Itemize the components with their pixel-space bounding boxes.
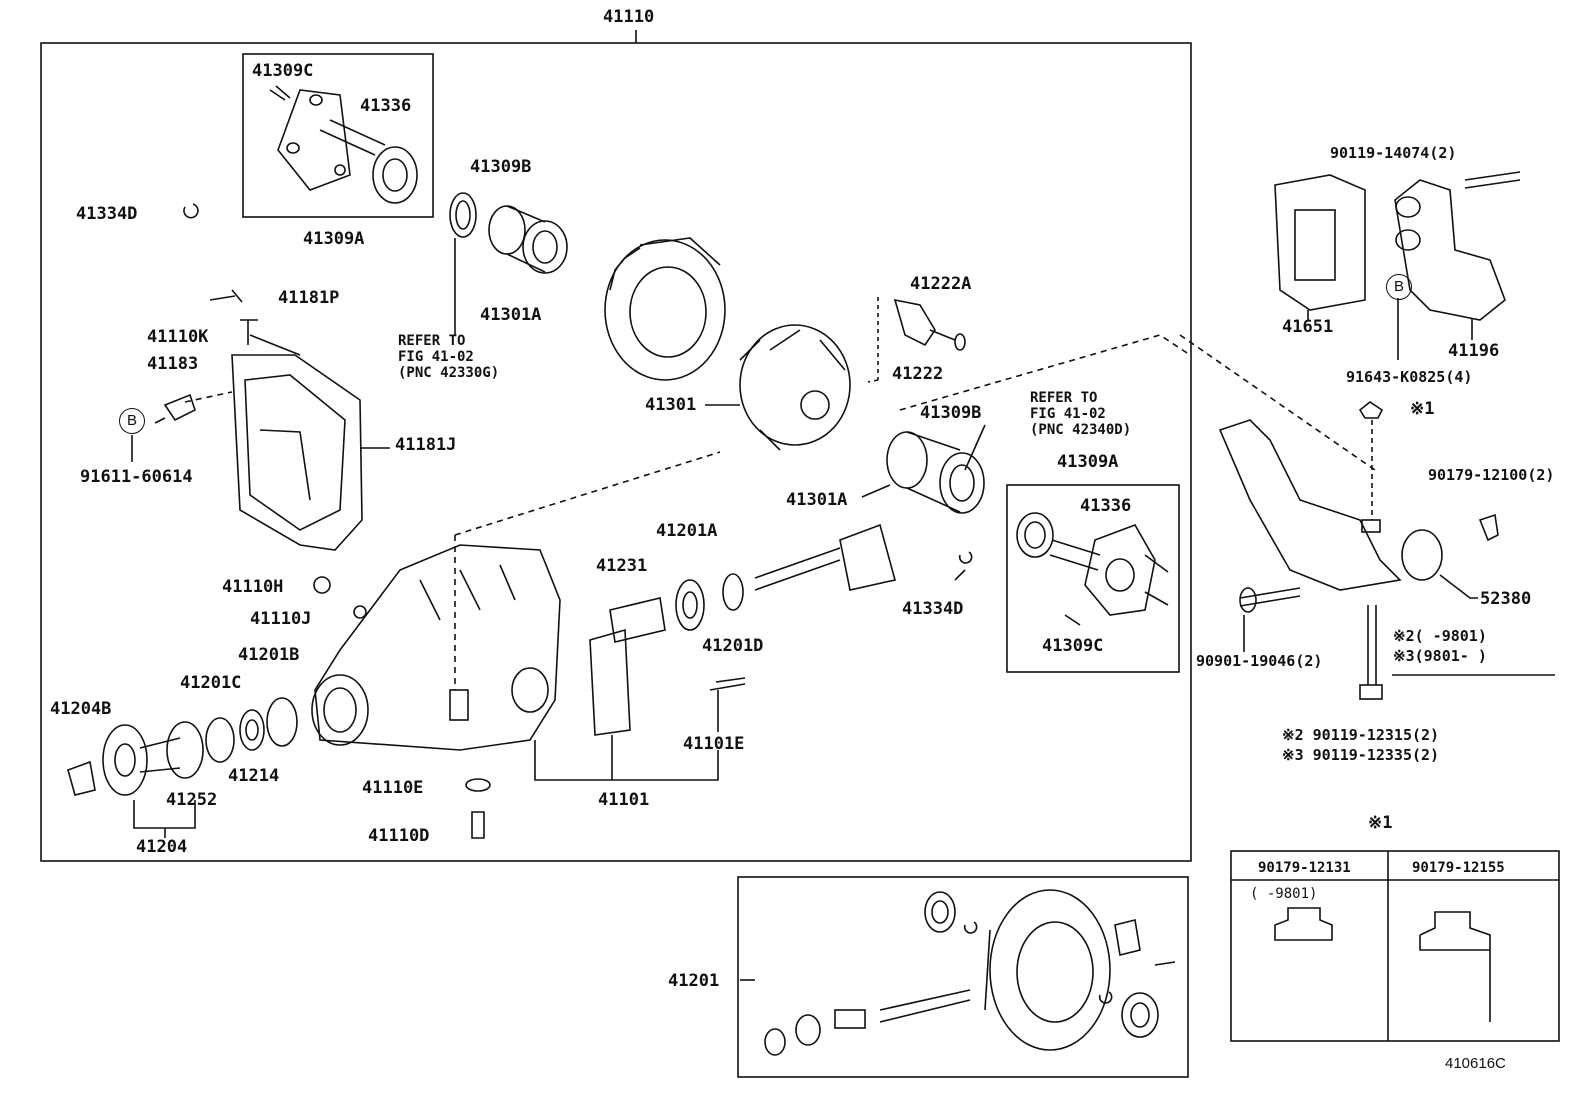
assembly-frame (40, 42, 1192, 862)
label-90119-12315: ※2 90119-12315(2) (1282, 726, 1440, 744)
label-41204: 41204 (136, 837, 188, 857)
ring-gear (604, 237, 726, 381)
clip-table (1230, 850, 1560, 1042)
ring-pinion-set (740, 889, 1176, 1056)
table-title: ※1 (1368, 813, 1393, 833)
label-41101: 41101 (598, 790, 650, 810)
companion-flange-right (1016, 512, 1169, 626)
label-41181p: 41181P (278, 288, 340, 308)
label-41336-right: 41336 (1080, 496, 1132, 516)
label-41301a: 41301A (480, 305, 542, 325)
inset-41309a-right (1006, 484, 1180, 673)
companion-flange-top (269, 85, 418, 204)
label-41110j: 41110J (250, 609, 312, 629)
label-41309c: 41309C (252, 61, 314, 81)
refer-note-1: REFER TO FIG 41-02 (PNC 42330G) (398, 333, 500, 381)
label-91611: 91611-60614 (80, 467, 193, 487)
carrier-housing (311, 451, 721, 781)
table-col2-header: 90179-12155 (1412, 860, 1505, 876)
label-41214: 41214 (228, 766, 280, 786)
label-41201b: 41201B (238, 645, 300, 665)
label-41309b: 41309B (470, 157, 532, 177)
label-41301: 41301 (645, 395, 697, 415)
label-41183: 41183 (147, 354, 199, 374)
label-41301a-right: 41301A (786, 490, 848, 510)
label-41201d: 41201D (702, 636, 764, 656)
label-41334d: 41334D (76, 204, 138, 224)
label-41231: 41231 (596, 556, 648, 576)
label-90119-12335: ※3 90119-12335(2) (1282, 746, 1440, 764)
label-90179-12100: 90179-12100(2) (1428, 466, 1555, 484)
label-41309a: 41309A (303, 229, 365, 249)
table-col1-range: ( -9801) (1250, 886, 1318, 902)
label-41110e: 41110E (362, 778, 424, 798)
label-note-2-range: ※2( -9801) (1393, 627, 1487, 645)
label-91643: 91643-K0825(4) (1346, 368, 1473, 386)
bearing-top (449, 192, 568, 335)
label-41201: 41201 (668, 971, 720, 991)
circle-b-right: B (1386, 274, 1412, 300)
refer-note-2: REFER TO FIG 41-02 (PNC 42340D) (1030, 390, 1132, 438)
mount-parts (1179, 171, 1555, 700)
label-41334d-right: 41334D (902, 599, 964, 619)
label-41201a: 41201A (656, 521, 718, 541)
label-41222a: 41222A (910, 274, 972, 294)
label-41309c-right: 41309C (1042, 636, 1104, 656)
differential-case (705, 324, 851, 451)
figure-id: 410616C (1445, 1055, 1506, 1072)
inset-ring-pinion (737, 876, 1189, 1078)
label-41222: 41222 (892, 364, 944, 384)
label-90901-19046: 90901-19046(2) (1196, 652, 1323, 670)
companion-flange-front (67, 576, 491, 839)
label-41110d: 41110D (368, 826, 430, 846)
bearing-right (861, 424, 986, 581)
label-ref1: ※1 (1410, 399, 1435, 419)
label-41101e: 41101E (683, 734, 745, 754)
lock-plate (867, 297, 966, 383)
label-41110h: 41110H (222, 577, 284, 597)
label-41309a-right: 41309A (1057, 452, 1119, 472)
label-note-3-range: ※3(9801- ) (1393, 647, 1487, 665)
diff-cover (131, 289, 390, 551)
label-41336: 41336 (360, 96, 412, 116)
label-52380: 52380 (1480, 589, 1532, 609)
pinion-parts (589, 523, 896, 736)
label-41110k: 41110K (147, 327, 209, 347)
label-41201c: 41201C (180, 673, 242, 693)
inset-41309a-top (242, 53, 434, 218)
label-41110: 41110 (603, 7, 655, 27)
label-41309b-right: 41309B (920, 403, 982, 423)
label-41204b: 41204B (50, 699, 112, 719)
circle-b-left: B (119, 408, 145, 434)
label-41252: 41252 (166, 790, 218, 810)
table-col1-header: 90179-12131 (1258, 860, 1351, 876)
label-41651: 41651 (1282, 317, 1334, 337)
label-90119-14074: 90119-14074(2) (1330, 144, 1457, 162)
label-41196: 41196 (1448, 341, 1500, 361)
label-41181j: 41181J (395, 435, 457, 455)
